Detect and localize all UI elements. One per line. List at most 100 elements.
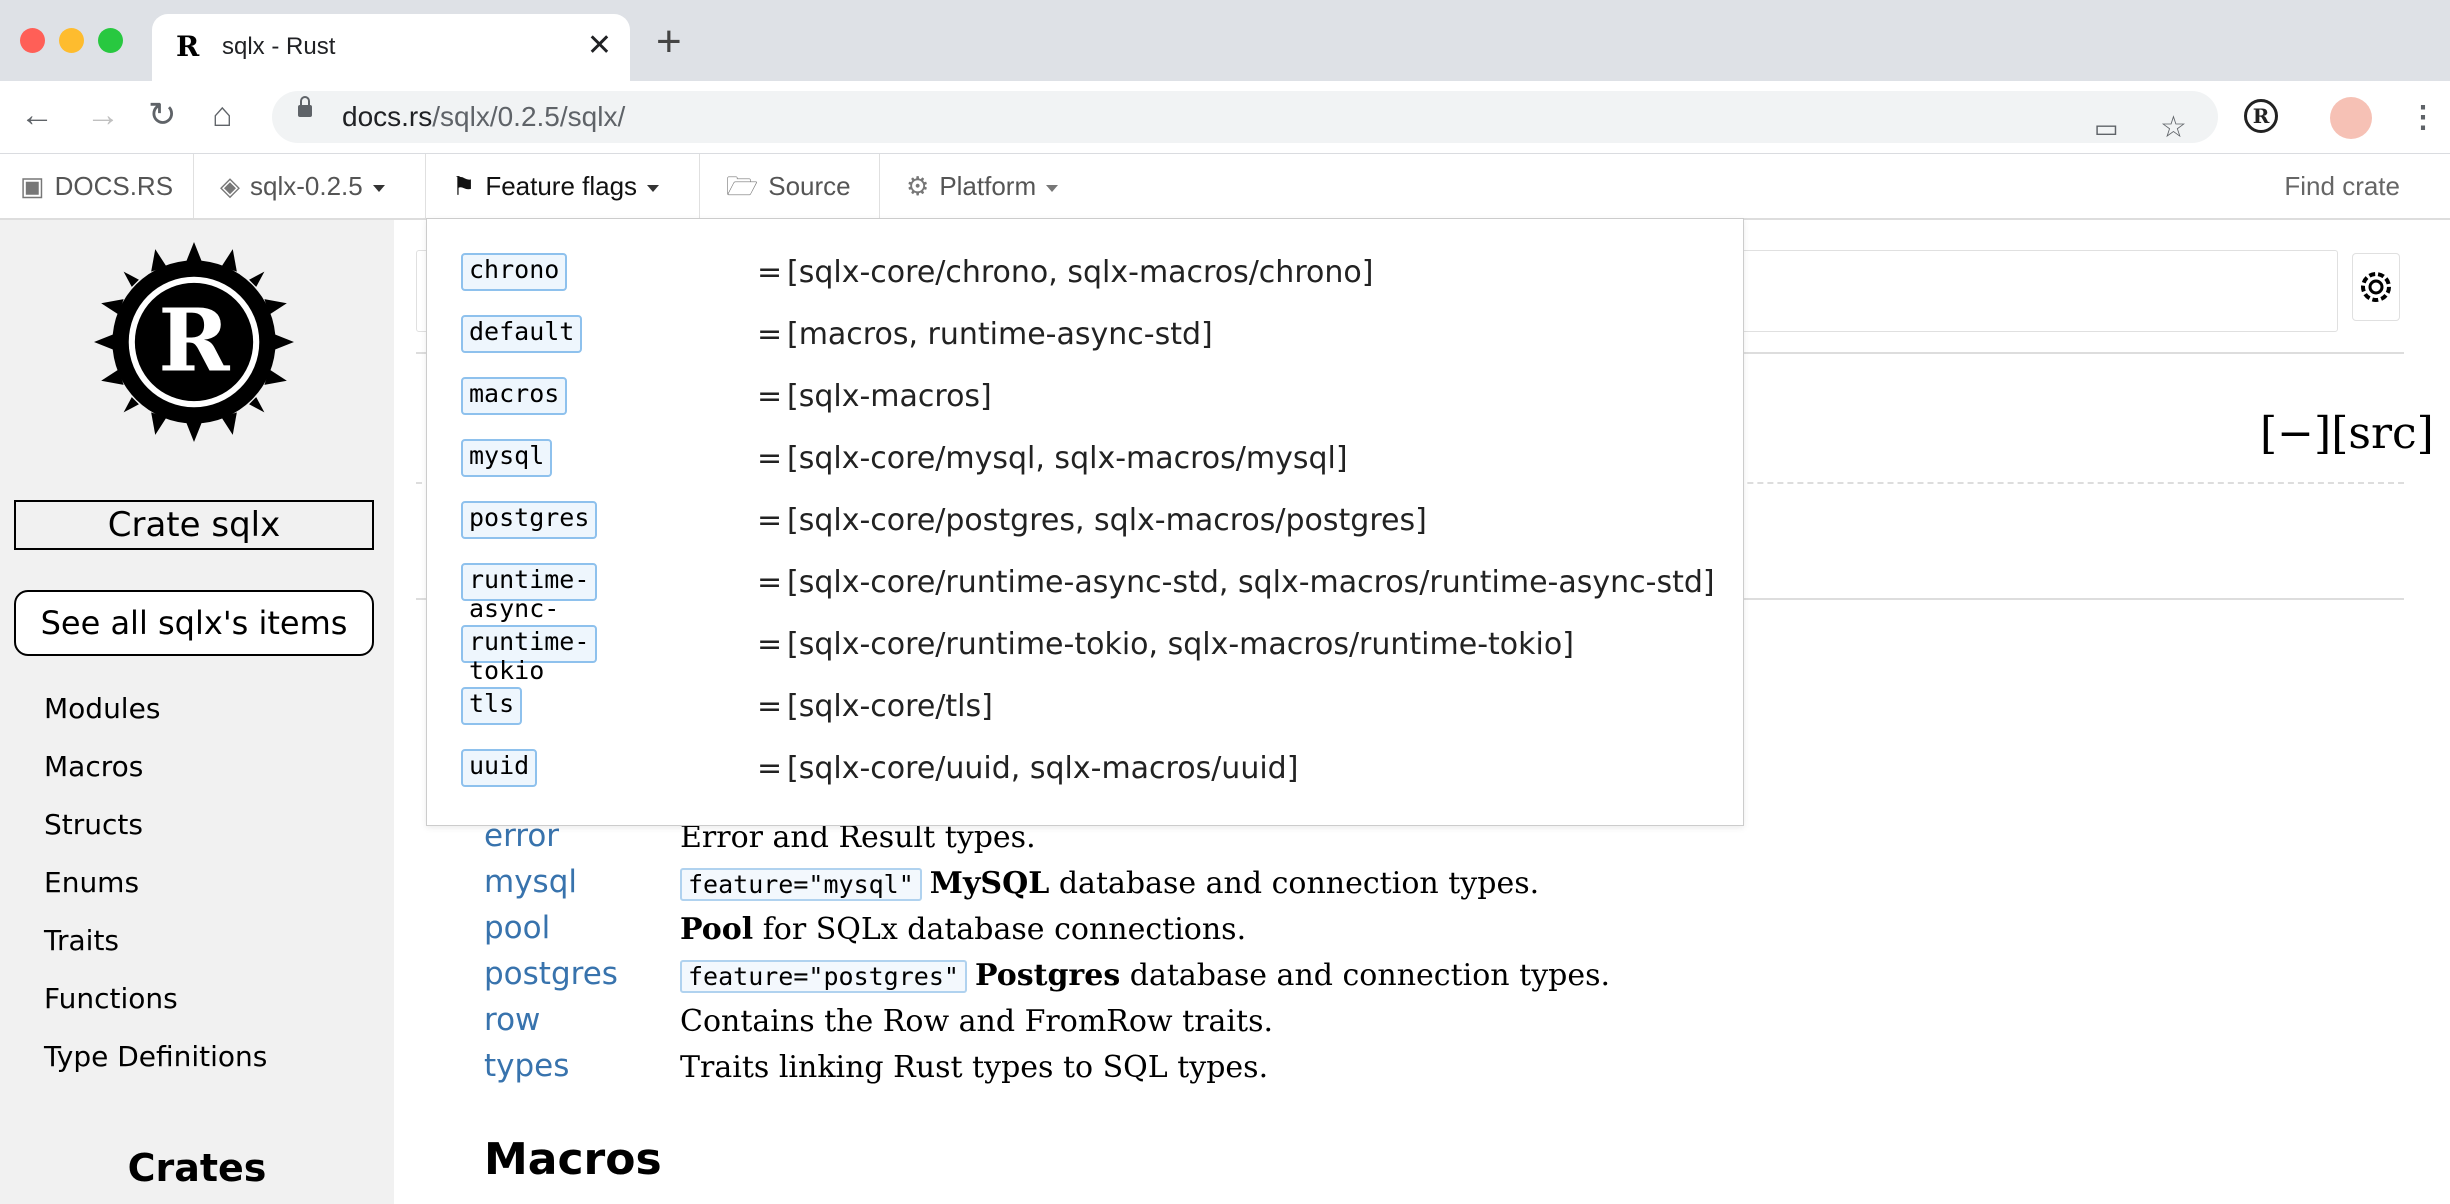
- cubes-icon: ▣: [20, 171, 45, 201]
- sidebar-item-macros[interactable]: Macros: [44, 750, 144, 783]
- feature-flag-name: macros: [461, 377, 568, 415]
- sidebar-item-enums[interactable]: Enums: [44, 866, 140, 899]
- profile-avatar[interactable]: [2330, 97, 2372, 139]
- feature-flag-name: tls: [461, 687, 523, 725]
- feature-flag-equals: =: [757, 255, 783, 290]
- macros-heading: Macros: [484, 1134, 662, 1185]
- feature-flag-equals: =: [757, 627, 783, 662]
- feature-flag-deps: [macros, runtime-async-std]: [787, 317, 1213, 352]
- feature-flag-name: runtime-async-std: [461, 563, 598, 652]
- docsrs-navbar: ▣ DOCS.RS ◈ sqlx-0.2.5 ⚑Feature flags 🗁 Sou…: [0, 154, 2450, 220]
- feature-flag-name: chrono: [461, 253, 568, 291]
- see-all-items-button[interactable]: See all sqlx's items: [14, 590, 374, 656]
- collapse-src-link[interactable]: [−][src]: [2260, 408, 2434, 459]
- feature-flag-name: default: [461, 315, 583, 353]
- maximize-window-button[interactable]: [98, 28, 123, 53]
- chevron-down-icon: [372, 184, 385, 192]
- cube-icon: ◈: [220, 171, 240, 201]
- feature-flag-equals: =: [757, 503, 783, 538]
- sidebar-item-functions[interactable]: Functions: [44, 982, 178, 1015]
- module-desc: Pool for SQLx database connections.: [680, 912, 1246, 947]
- module-desc-text: database and connection types.: [1049, 866, 1540, 901]
- module-desc-text: Traits linking Rust types to SQL types.: [680, 1050, 1269, 1085]
- home-button[interactable]: ⌂: [212, 96, 233, 134]
- feature-badge: feature="mysql": [680, 868, 922, 901]
- sidebar-item-traits[interactable]: Traits: [44, 924, 120, 957]
- url-text[interactable]: docs.rs/sqlx/0.2.5/sqlx/: [342, 101, 625, 133]
- rust-favicon-icon: R: [176, 30, 200, 63]
- sidebar-item-modules[interactable]: Modules: [44, 692, 161, 725]
- rust-logo[interactable]: R: [92, 240, 296, 444]
- module-link[interactable]: row: [484, 1002, 541, 1038]
- feature-flags-label: Feature flags: [485, 171, 638, 201]
- source-link[interactable]: 🗁 Source: [700, 154, 880, 218]
- feature-flag-equals: =: [757, 565, 783, 600]
- feature-flag-equals: =: [757, 379, 783, 414]
- find-crate-link[interactable]: Find crate: [2284, 171, 2400, 201]
- browser-toolbar: ← → ↻ ⌂ docs.rs/sqlx/0.2.5/sqlx/ ▭ ☆ R ⋮: [0, 81, 2450, 154]
- feature-flag-deps: [sqlx-core/postgres, sqlx-macros/postgre…: [787, 503, 1427, 538]
- reload-button[interactable]: ↻: [148, 96, 177, 134]
- crate-title: Crate sqlx: [14, 500, 374, 550]
- module-link[interactable]: mysql: [484, 864, 577, 900]
- sidebar: R Crate sqlx See all sqlx's items Module…: [0, 220, 394, 1204]
- module-desc: Contains the Row and FromRow traits.: [680, 1004, 1273, 1039]
- feature-flags-dropdown: chrono=[sqlx-core/chrono, sqlx-macros/ch…: [426, 218, 1744, 826]
- feature-flag-equals: =: [757, 317, 783, 352]
- module-desc-text: database and connection types.: [1120, 958, 1611, 993]
- browser-menu-icon[interactable]: ⋮: [2408, 101, 2438, 134]
- module-desc-text: Contains the Row and FromRow traits.: [680, 1004, 1273, 1039]
- folder-open-icon: 🗁: [726, 171, 759, 201]
- feature-flag-name: uuid: [461, 749, 538, 787]
- module-desc: feature="postgres"Postgres database and …: [680, 958, 1610, 993]
- browser-tab[interactable]: R sqlx - Rust ✕: [152, 14, 630, 81]
- module-desc-text: for SQLx database connections.: [753, 912, 1247, 947]
- svg-text:R: R: [158, 292, 230, 392]
- settings-button[interactable]: [2352, 253, 2400, 321]
- rust-extension-icon[interactable]: R: [2244, 99, 2278, 133]
- cast-icon[interactable]: ▭: [2094, 113, 2119, 143]
- feature-flag-name: runtime-tokio: [461, 625, 598, 685]
- module-desc-bold: MySQL: [929, 866, 1050, 901]
- new-tab-button[interactable]: +: [656, 17, 682, 66]
- sidebar-item-type-definitions[interactable]: Type Definitions: [44, 1040, 268, 1073]
- feature-flag-deps: [sqlx-core/chrono, sqlx-macros/chrono]: [787, 255, 1374, 290]
- feature-flag-deps: [sqlx-macros]: [787, 379, 992, 414]
- chevron-down-icon: [1046, 184, 1059, 192]
- docsrs-home-link[interactable]: ▣ DOCS.RS: [0, 154, 194, 218]
- platform-label: Platform: [939, 171, 1037, 201]
- module-link[interactable]: types: [484, 1048, 570, 1084]
- platform-menu[interactable]: ⚙Platform: [880, 154, 1090, 218]
- tab-title: sqlx - Rust: [222, 33, 336, 60]
- url-path: /sqlx/0.2.5/sqlx/: [432, 101, 626, 132]
- crate-version-label: sqlx-0.2.5: [250, 171, 363, 201]
- lock-icon[interactable]: [298, 96, 312, 117]
- feature-flag-equals: =: [757, 751, 783, 786]
- feature-flag-deps: [sqlx-core/tls]: [787, 689, 993, 724]
- module-desc-bold: Postgres: [974, 958, 1121, 993]
- close-window-button[interactable]: [20, 28, 45, 53]
- module-link[interactable]: postgres: [484, 956, 618, 992]
- address-bar[interactable]: docs.rs/sqlx/0.2.5/sqlx/ ▭ ☆: [272, 91, 2218, 143]
- feature-flag-deps: [sqlx-core/runtime-async-std, sqlx-macro…: [787, 565, 1715, 600]
- feature-flag-deps: [sqlx-core/runtime-tokio, sqlx-macros/ru…: [787, 627, 1574, 662]
- sidebar-item-structs[interactable]: Structs: [44, 808, 143, 841]
- module-desc: feature="mysql"MySQL database and connec…: [680, 866, 1539, 901]
- minimize-window-button[interactable]: [59, 28, 84, 53]
- feature-flags-menu[interactable]: ⚑Feature flags: [426, 154, 700, 218]
- bookmark-star-icon[interactable]: ☆: [2160, 111, 2187, 144]
- crates-heading: Crates: [127, 1146, 267, 1190]
- back-button[interactable]: ←: [20, 96, 54, 134]
- docsrs-home-label: DOCS.RS: [54, 171, 174, 201]
- crate-version-menu[interactable]: ◈ sqlx-0.2.5: [194, 154, 426, 218]
- gear-icon: [2361, 272, 2391, 302]
- feature-badge: feature="postgres": [680, 960, 967, 993]
- module-desc-bold: Pool: [680, 912, 754, 947]
- browser-tab-strip: R sqlx - Rust ✕ +: [0, 0, 2450, 81]
- forward-button[interactable]: →: [86, 96, 120, 134]
- feature-flag-deps: [sqlx-core/mysql, sqlx-macros/mysql]: [787, 441, 1348, 476]
- source-label: Source: [768, 171, 851, 201]
- close-tab-icon[interactable]: ✕: [586, 29, 612, 62]
- module-desc: Traits linking Rust types to SQL types.: [680, 1050, 1268, 1085]
- module-link[interactable]: pool: [484, 910, 551, 946]
